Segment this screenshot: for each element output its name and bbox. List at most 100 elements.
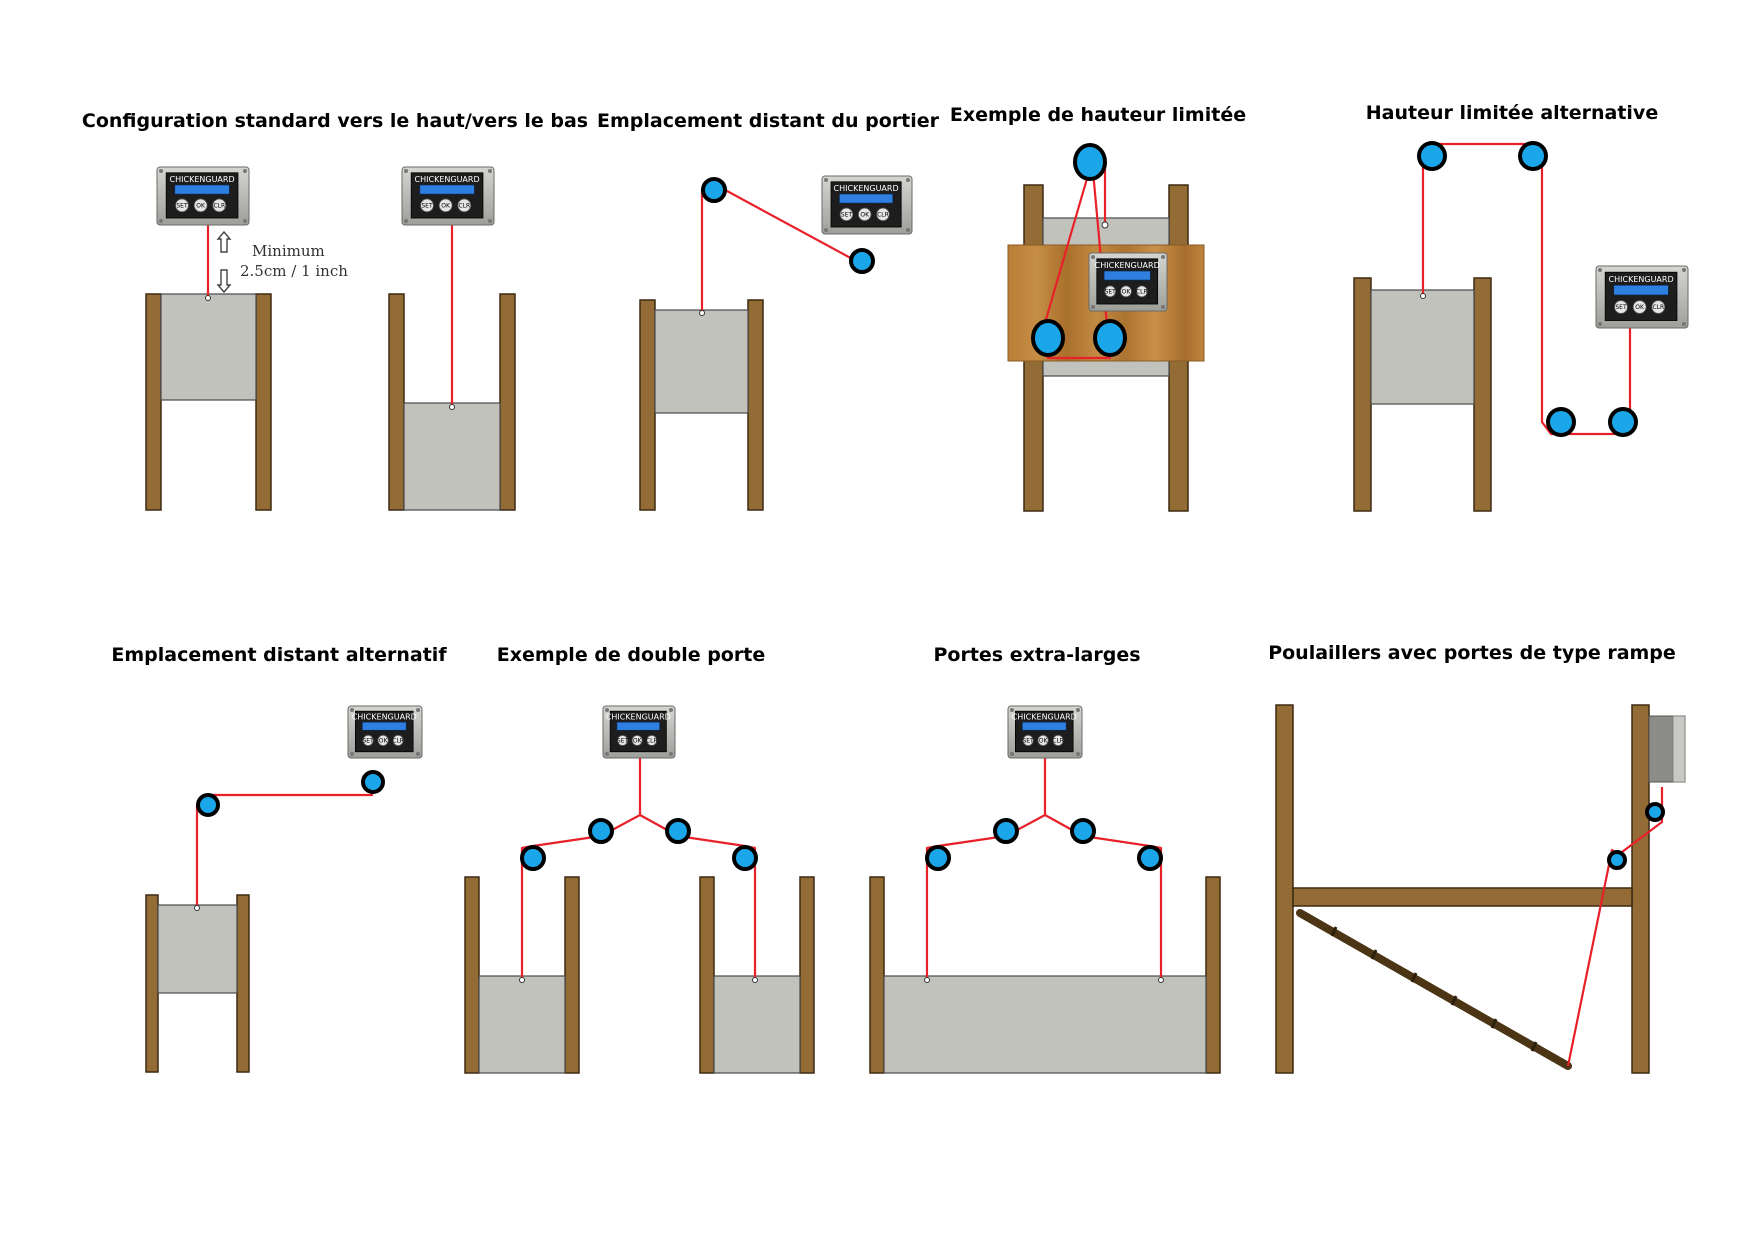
pulley-icon (665, 818, 691, 844)
controller-button-set (362, 734, 374, 746)
pulley-icon (1518, 141, 1548, 171)
pulley-icon (361, 770, 385, 794)
title-alt-limited-height: Hauteur limitée alternative (1366, 102, 1658, 124)
controller-button-ok (377, 734, 389, 746)
controller-button-label: SET (617, 737, 629, 744)
controller-button-label: SET (841, 211, 853, 218)
controller-brand: CHICKENGUARD (606, 712, 671, 721)
pulley-icon (1137, 845, 1163, 871)
door-hook (1158, 977, 1164, 983)
controller-button-label: CLR (877, 211, 889, 218)
post-right (564, 876, 580, 1074)
title-limited-height: Exemple de hauteur limitée (950, 104, 1246, 126)
panel-ramp (1275, 704, 1686, 1074)
controller-button-label: CLR (1652, 304, 1664, 311)
controller-button-ok (1632, 300, 1647, 314)
door (160, 293, 257, 401)
controller-button-ok (631, 734, 643, 746)
cable (520, 813, 757, 980)
annotation-clearance: 2.5cm / 1 inch (240, 262, 348, 280)
controller-button-label: OK (860, 211, 870, 218)
controller-button-label: CLR (1052, 737, 1064, 744)
pulley-icon (1093, 319, 1127, 357)
clearance-arrows-icon (216, 230, 232, 294)
post-right (255, 293, 272, 511)
post-left (145, 894, 159, 1073)
controller-lcd (616, 721, 660, 731)
controller-button-label: CLR (213, 202, 225, 209)
post-left (1353, 277, 1372, 512)
controller-button-label: OK (379, 737, 389, 744)
post-left (1275, 704, 1294, 1074)
pulley-icon (701, 177, 727, 203)
door (883, 975, 1207, 1074)
controller-button-label: SET (1615, 304, 1627, 311)
controller-button-clr (1135, 285, 1148, 298)
controller-button-label: CLR (458, 202, 470, 209)
controller-button-set (175, 198, 189, 213)
door (478, 975, 566, 1074)
door-hook (752, 977, 758, 983)
controller-button-set (1614, 300, 1628, 314)
pulley-icon (732, 845, 758, 871)
post-left (869, 876, 885, 1074)
pulley-icon (196, 793, 220, 817)
door-hook (699, 310, 705, 316)
controller-button-label: SET (1022, 737, 1034, 744)
pulley-icon (1070, 818, 1096, 844)
post-left (388, 293, 405, 511)
cable (195, 770, 374, 908)
pulley-icon (993, 818, 1019, 844)
controller-brand: CHICKENGUARD (1095, 261, 1160, 270)
controller-lcd (839, 193, 894, 204)
annotation-minimum: Minimum (252, 242, 325, 260)
controller-lcd (174, 184, 230, 195)
post-left (639, 299, 656, 511)
door (654, 309, 749, 414)
ramp-door (1296, 909, 1572, 1070)
controller-lcd (362, 721, 407, 731)
title-ramp: Poulaillers avec portes de type rampe (1268, 642, 1676, 664)
title-standard: Configuration standard vers le haut/vers… (82, 110, 588, 132)
controller-button-clr (876, 207, 890, 222)
controller-lcd (1613, 284, 1669, 296)
title-extra-wide: Portes extra-larges (933, 644, 1140, 666)
pulley-icon (588, 818, 614, 844)
post-right (1205, 876, 1221, 1074)
controller-button-label: OK (196, 202, 206, 209)
door (713, 975, 801, 1074)
pulley-icon (1645, 802, 1665, 822)
controller-button-set (839, 207, 854, 222)
title-remote: Emplacement distant du portier (597, 110, 940, 132)
pulley-icon (1608, 407, 1638, 437)
door-hook (205, 295, 211, 301)
controller-lcd (419, 184, 475, 195)
controller-button-ok (1037, 734, 1049, 746)
controller-button-set (617, 734, 629, 746)
post-right (747, 299, 764, 511)
controller-button-label: OK (441, 202, 451, 209)
pulley-icon (1607, 850, 1627, 870)
door-hook (1101, 221, 1109, 229)
controller-button-label: CLR (1136, 288, 1148, 295)
pulley-icon (925, 845, 951, 871)
controller-button-ok (438, 198, 453, 213)
controller-button-label: SET (1105, 288, 1117, 295)
door (403, 402, 501, 511)
door-hook (194, 905, 200, 911)
post-left (699, 876, 715, 1074)
controller-button-clr (392, 734, 404, 746)
controller-button-clr (457, 198, 472, 213)
pulley-icon (1546, 407, 1576, 437)
controller-button-clr (646, 734, 658, 746)
